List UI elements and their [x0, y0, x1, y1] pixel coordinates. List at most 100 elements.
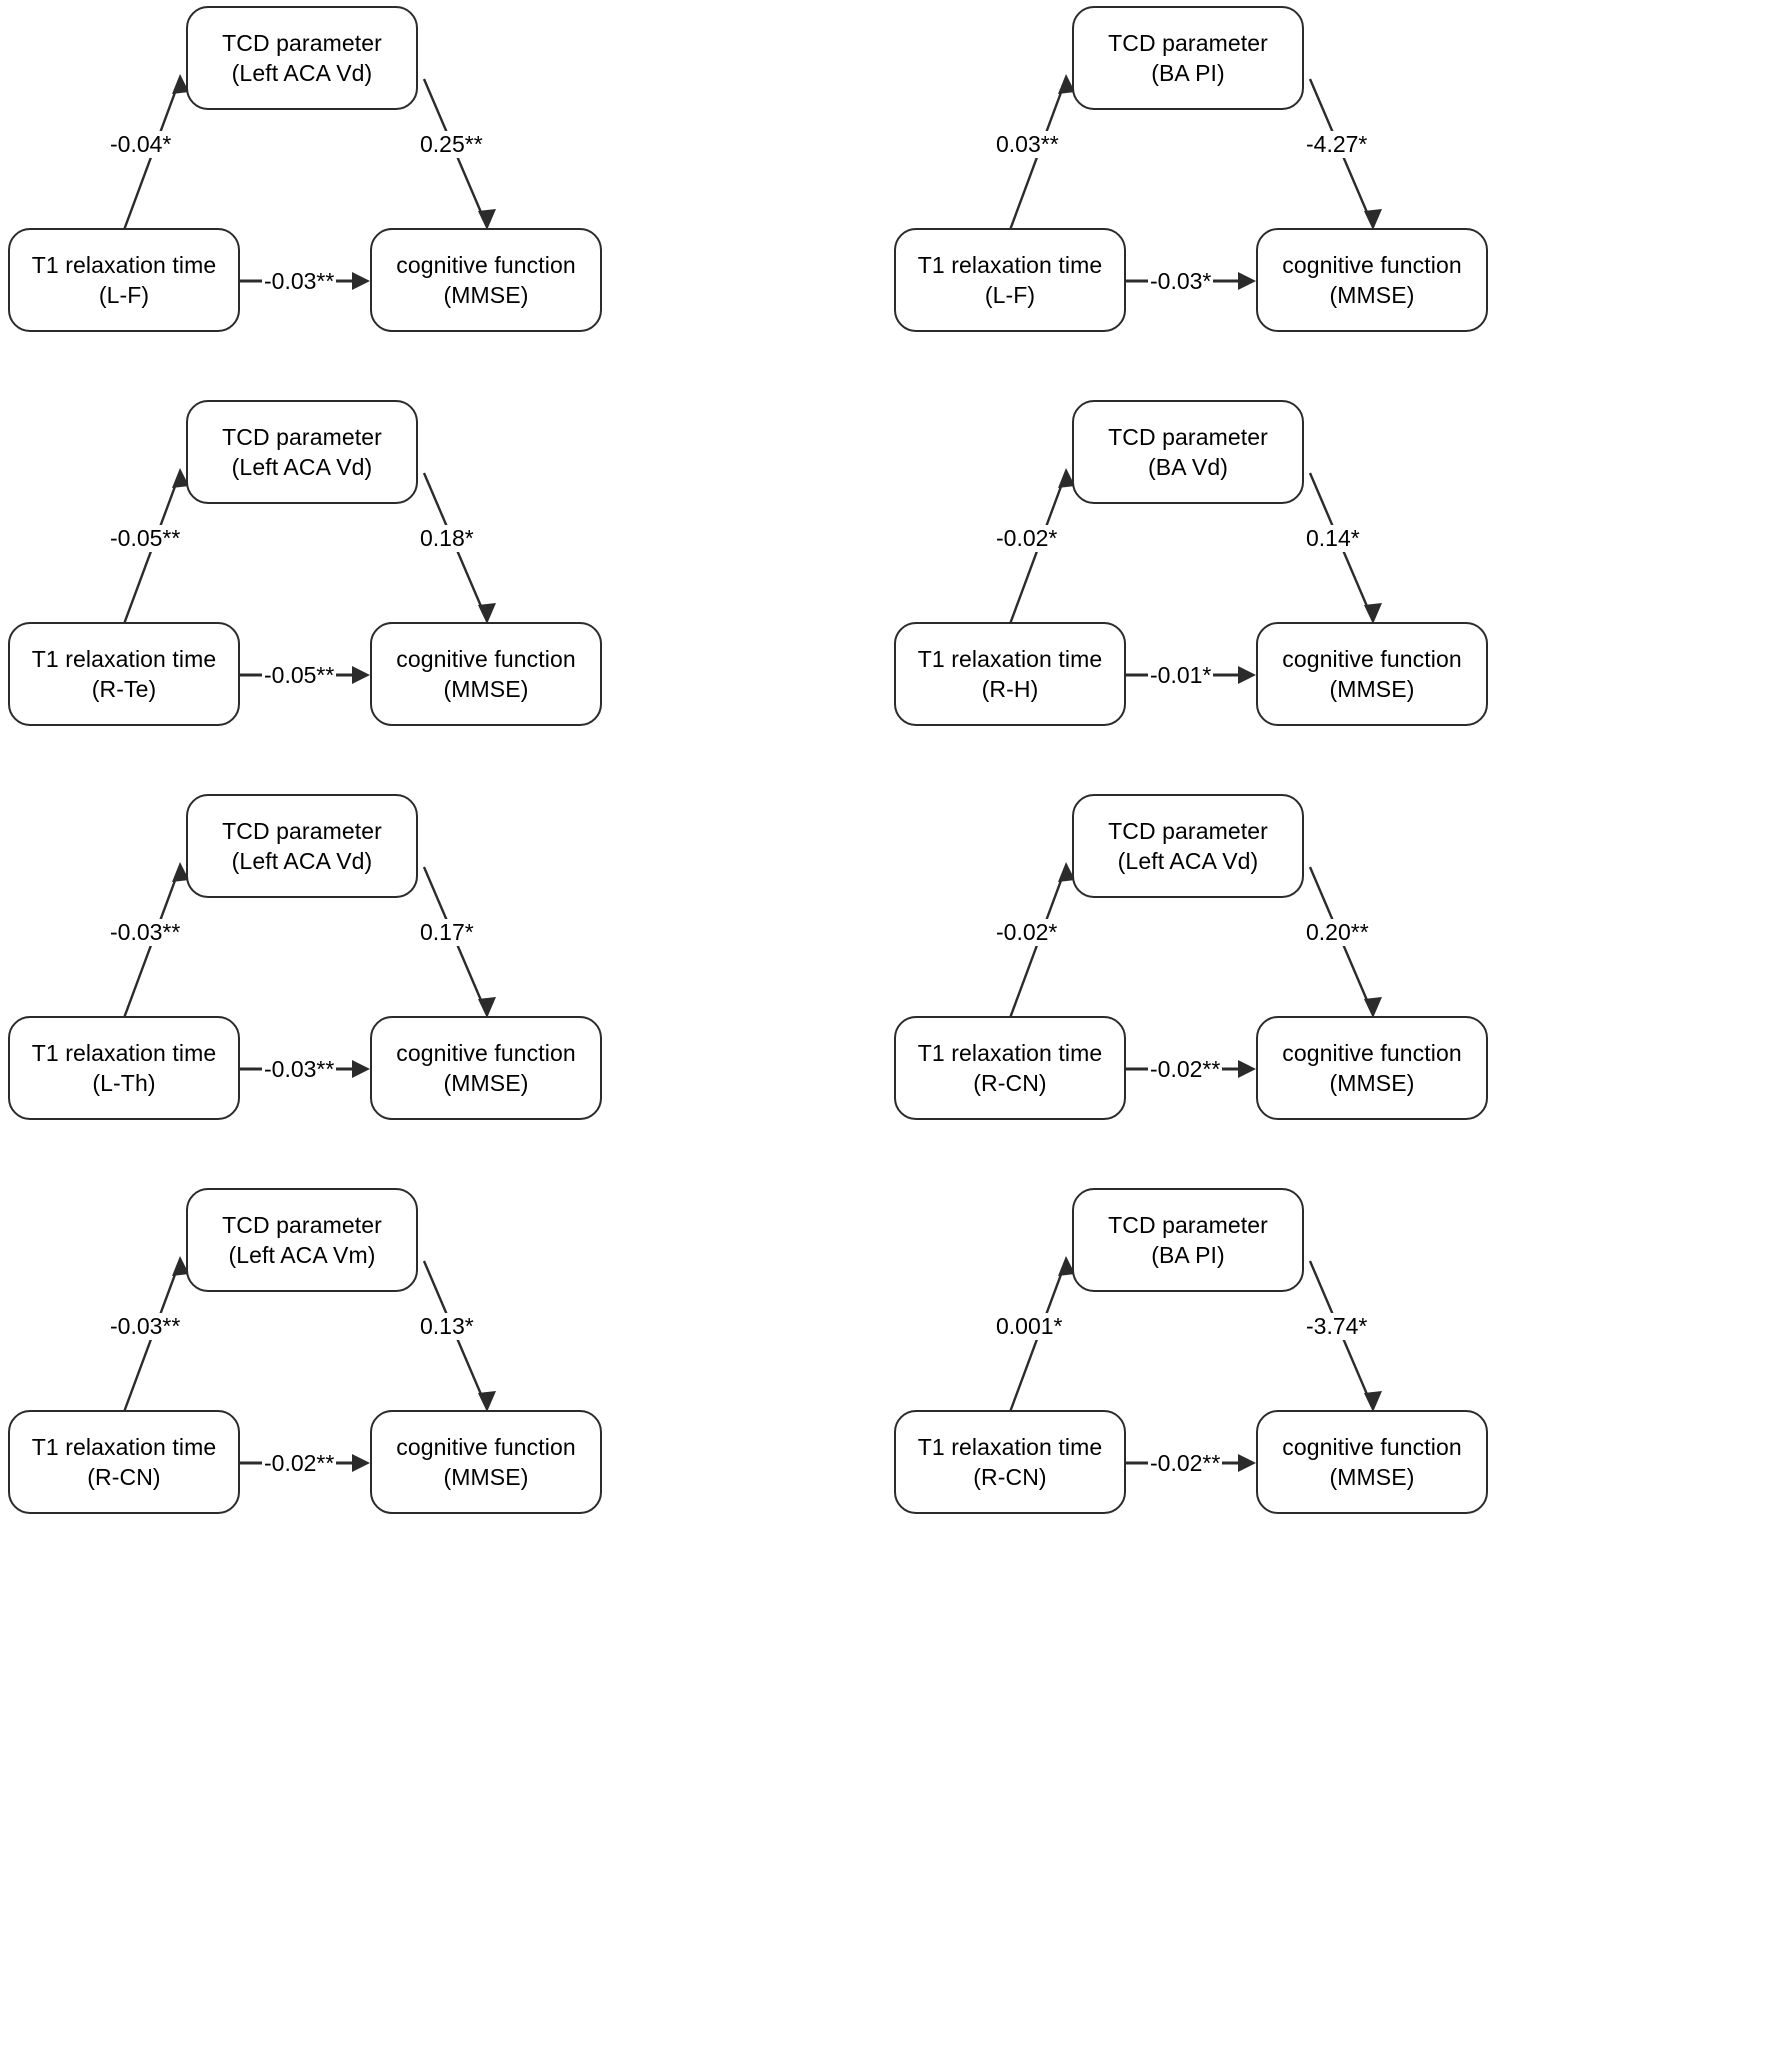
- predictor-label-line2: (R-Te): [91, 676, 157, 702]
- path-a-coefficient: -0.03**: [108, 919, 183, 946]
- path-c-coefficient: -0.05**: [262, 662, 337, 689]
- path-a-coefficient: 0.03**: [994, 131, 1061, 158]
- predictor-label-line1: T1 relaxation time: [917, 1433, 1103, 1460]
- predictor-label-line2: (R-CN): [87, 1464, 161, 1490]
- node-predictor[interactable]: T1 relaxation time (R-H): [894, 622, 1126, 726]
- predictor-label-line1: T1 relaxation time: [917, 645, 1103, 672]
- predictor-label-line1: T1 relaxation time: [31, 251, 217, 278]
- path-arrows: [1008, 1256, 1382, 1472]
- predictor-label-line1: T1 relaxation time: [31, 1039, 217, 1066]
- mediator-label-line1: TCD parameter: [222, 1211, 382, 1238]
- predictor-label-line2: (R-H): [981, 676, 1039, 702]
- mediator-label-line2: (BA PI): [1151, 60, 1225, 86]
- mediator-label-line2: (BA PI): [1151, 1242, 1225, 1268]
- path-b-coefficient: 0.14*: [1304, 525, 1362, 552]
- node-outcome[interactable]: cognitive function (MMSE): [370, 1016, 602, 1120]
- mediator-label-line1: TCD parameter: [222, 423, 382, 450]
- mediation-panel-5: TCD parameter (Left ACA Vd) T1 relaxatio…: [0, 788, 886, 1182]
- outcome-label-line2: (MMSE): [1329, 1464, 1415, 1490]
- path-c-coefficient: -0.02**: [262, 1450, 337, 1477]
- path-arrows: [122, 468, 496, 684]
- path-c-coefficient: -0.03**: [262, 268, 337, 295]
- node-outcome[interactable]: cognitive function (MMSE): [1256, 1016, 1488, 1120]
- mediator-label-line1: TCD parameter: [1108, 1211, 1268, 1238]
- outcome-label-line1: cognitive function: [396, 645, 576, 672]
- path-c-coefficient: -0.03**: [262, 1056, 337, 1083]
- outcome-label-line2: (MMSE): [443, 676, 529, 702]
- mediation-panel-8: TCD parameter (BA PI) T1 relaxation time…: [886, 1182, 1772, 1576]
- mediation-panel-1: TCD parameter (Left ACA Vd) T1 relaxatio…: [0, 0, 886, 394]
- node-predictor[interactable]: T1 relaxation time (R-Te): [8, 622, 240, 726]
- path-arrows: [1008, 862, 1382, 1078]
- node-predictor[interactable]: T1 relaxation time (R-CN): [8, 1410, 240, 1514]
- path-arrows: [1008, 468, 1382, 684]
- outcome-label-line2: (MMSE): [1329, 676, 1415, 702]
- predictor-label-line1: T1 relaxation time: [31, 645, 217, 672]
- outcome-label-line1: cognitive function: [1282, 645, 1462, 672]
- path-a-coefficient: -0.05**: [108, 525, 183, 552]
- outcome-label-line1: cognitive function: [1282, 1039, 1462, 1066]
- node-outcome[interactable]: cognitive function (MMSE): [370, 228, 602, 332]
- node-mediator[interactable]: TCD parameter (Left ACA Vd): [1072, 794, 1304, 898]
- mediator-label-line1: TCD parameter: [1108, 817, 1268, 844]
- node-mediator[interactable]: TCD parameter (Left ACA Vd): [186, 400, 418, 504]
- outcome-label-line1: cognitive function: [396, 1039, 576, 1066]
- path-b-coefficient: -4.27*: [1304, 131, 1370, 158]
- node-predictor[interactable]: T1 relaxation time (R-CN): [894, 1016, 1126, 1120]
- node-mediator[interactable]: TCD parameter (Left ACA Vd): [186, 6, 418, 110]
- path-b-coefficient: 0.18*: [418, 525, 476, 552]
- path-c-coefficient: -0.02**: [1148, 1450, 1223, 1477]
- node-mediator[interactable]: TCD parameter (BA PI): [1072, 1188, 1304, 1292]
- path-c-coefficient: -0.01*: [1148, 662, 1214, 689]
- mediator-label-line2: (BA Vd): [1148, 454, 1228, 480]
- outcome-label-line2: (MMSE): [443, 1070, 529, 1096]
- mediator-label-line1: TCD parameter: [222, 817, 382, 844]
- predictor-label-line2: (L-Th): [92, 1070, 156, 1096]
- predictor-label-line2: (R-CN): [973, 1070, 1047, 1096]
- outcome-label-line1: cognitive function: [396, 251, 576, 278]
- outcome-label-line2: (MMSE): [443, 282, 529, 308]
- path-arrows: [1008, 74, 1382, 290]
- path-a-coefficient: -0.02*: [994, 919, 1060, 946]
- node-predictor[interactable]: T1 relaxation time (L-F): [8, 228, 240, 332]
- node-outcome[interactable]: cognitive function (MMSE): [1256, 622, 1488, 726]
- predictor-label-line2: (L-F): [98, 282, 150, 308]
- path-c-coefficient: -0.03*: [1148, 268, 1214, 295]
- node-predictor[interactable]: T1 relaxation time (L-F): [894, 228, 1126, 332]
- path-b-coefficient: 0.20**: [1304, 919, 1371, 946]
- predictor-label-line2: (L-F): [984, 282, 1036, 308]
- path-b-coefficient: 0.13*: [418, 1313, 476, 1340]
- node-outcome[interactable]: cognitive function (MMSE): [370, 622, 602, 726]
- node-mediator[interactable]: TCD parameter (Left ACA Vd): [186, 794, 418, 898]
- mediation-panel-7: TCD parameter (Left ACA Vm) T1 relaxatio…: [0, 1182, 886, 1576]
- path-arrows: [122, 74, 496, 290]
- predictor-label-line1: T1 relaxation time: [917, 1039, 1103, 1066]
- node-predictor[interactable]: T1 relaxation time (L-Th): [8, 1016, 240, 1120]
- path-b-coefficient: 0.17*: [418, 919, 476, 946]
- mediation-panel-2: TCD parameter (BA PI) T1 relaxation time…: [886, 0, 1772, 394]
- outcome-label-line2: (MMSE): [443, 1464, 529, 1490]
- path-arrows: [122, 1256, 496, 1472]
- node-outcome[interactable]: cognitive function (MMSE): [1256, 1410, 1488, 1514]
- mediator-label-line1: TCD parameter: [1108, 423, 1268, 450]
- mediator-label-line2: (Left ACA Vd): [231, 848, 373, 874]
- path-a-coefficient: -0.04*: [108, 131, 174, 158]
- path-arrows: [122, 862, 496, 1078]
- path-a-coefficient: -0.02*: [994, 525, 1060, 552]
- path-a-coefficient: -0.03**: [108, 1313, 183, 1340]
- node-outcome[interactable]: cognitive function (MMSE): [1256, 228, 1488, 332]
- node-mediator[interactable]: TCD parameter (BA Vd): [1072, 400, 1304, 504]
- mediation-panel-4: TCD parameter (BA Vd) T1 relaxation time…: [886, 394, 1772, 788]
- path-b-coefficient: -3.74*: [1304, 1313, 1370, 1340]
- outcome-label-line1: cognitive function: [396, 1433, 576, 1460]
- path-c-coefficient: -0.02**: [1148, 1056, 1223, 1083]
- predictor-label-line1: T1 relaxation time: [917, 251, 1103, 278]
- node-mediator[interactable]: TCD parameter (BA PI): [1072, 6, 1304, 110]
- mediator-label-line1: TCD parameter: [1108, 29, 1268, 56]
- node-predictor[interactable]: T1 relaxation time (R-CN): [894, 1410, 1126, 1514]
- outcome-label-line2: (MMSE): [1329, 1070, 1415, 1096]
- node-mediator[interactable]: TCD parameter (Left ACA Vm): [186, 1188, 418, 1292]
- mediator-label-line2: (Left ACA Vd): [1117, 848, 1259, 874]
- mediation-panel-6: TCD parameter (Left ACA Vd) T1 relaxatio…: [886, 788, 1772, 1182]
- node-outcome[interactable]: cognitive function (MMSE): [370, 1410, 602, 1514]
